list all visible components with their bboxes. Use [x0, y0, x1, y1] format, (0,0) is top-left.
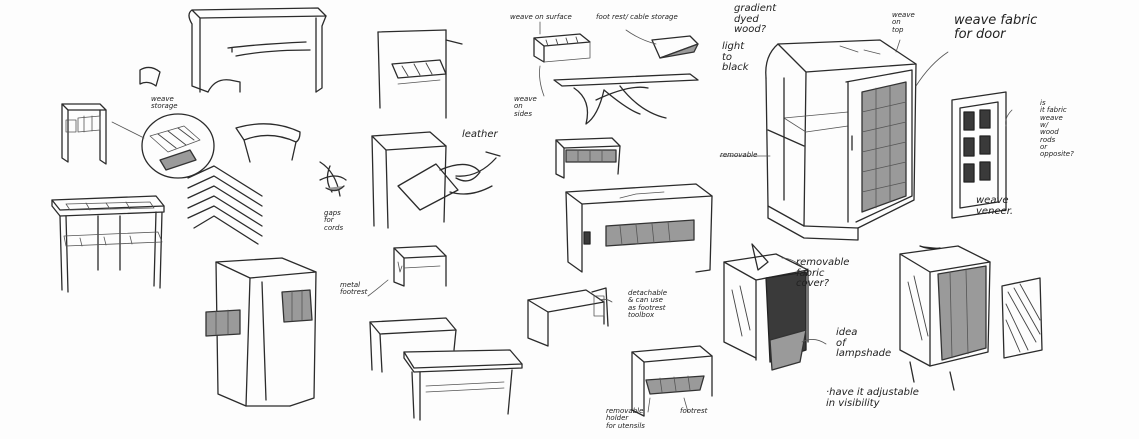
sketch-small-footrest-table: [393, 245, 447, 287]
note-weave-on-top: weave on top: [892, 11, 915, 34]
note-adjustable-visibility: ·have it adjustable in visibility: [826, 387, 919, 409]
note-gradient-dyed-wood: gradient dyed wood?: [734, 3, 777, 35]
sketch-desk-utensil-holder: [631, 345, 713, 417]
note-removable: removable: [720, 151, 758, 159]
sketch-weave-surface-block: [533, 33, 591, 63]
sketch-large-cabinet: [719, 39, 917, 241]
note-foot-rest-cable-storage: foot rest/ cable storage: [596, 13, 678, 21]
sketch-curved-bench: [235, 123, 301, 163]
sketch-sculptural-table: [553, 73, 699, 125]
note-idea-of-lampshade: idea of lampshade: [836, 327, 892, 359]
sketch-weave-detail-circle: [111, 66, 215, 179]
note-footrest: footrest: [680, 407, 708, 415]
sketch-wood-layers: [187, 165, 263, 245]
note-gaps-for-cords: gaps for cords: [324, 209, 344, 232]
sketch-grid-table: [51, 195, 165, 293]
sketch-tall-cabinet-weave: [205, 257, 317, 407]
note-detachable-footrest: detachable & can use as footrest toolbox: [628, 289, 668, 320]
sketch-wedge-footrest: [651, 35, 699, 59]
sketch-curved-desk: [188, 7, 327, 93]
note-weave-veneer: weave veneer.: [976, 195, 1014, 217]
note-leather: leather: [462, 129, 498, 140]
note-metal-footrest: metal footrest: [340, 281, 368, 297]
note-weave-fabric-for-door: weave fabric for door: [954, 13, 1038, 42]
note-fabric-weave-question: is it fabric weave w/ wood rods or oppos…: [1040, 99, 1074, 159]
sketch-weave-swatch: [1001, 277, 1043, 359]
sketch-leather-hanging-unit: [319, 131, 501, 229]
note-weave-on-sides: weave on sides: [514, 95, 537, 118]
sketch-open-frame-shelf: [377, 29, 463, 119]
note-removable-holder: removable holder for utensils: [606, 407, 645, 430]
sketch-side-table-weave: [61, 103, 107, 165]
sketch-detachable-toolbox: [527, 287, 609, 347]
sketch-cabinet-fabric-cover: [899, 245, 991, 391]
sketch-small-side-weave: [555, 137, 621, 179]
note-removable-fabric-cover: removable fabric cover?: [796, 257, 850, 289]
sketch-long-desk: [403, 349, 523, 421]
sketch-lampshade-cube: [723, 243, 809, 371]
sketch-weave-panel: [951, 91, 1007, 219]
note-light-to-black: light to black: [722, 41, 749, 73]
note-weave-on-surface: weave on surface: [510, 13, 572, 21]
sketch-desk-with-weave-panel: [565, 183, 713, 273]
annotation-leaders: [367, 21, 1013, 413]
sketch-desk-bench: [369, 317, 457, 373]
note-weave-storage: weave storage: [151, 95, 178, 111]
